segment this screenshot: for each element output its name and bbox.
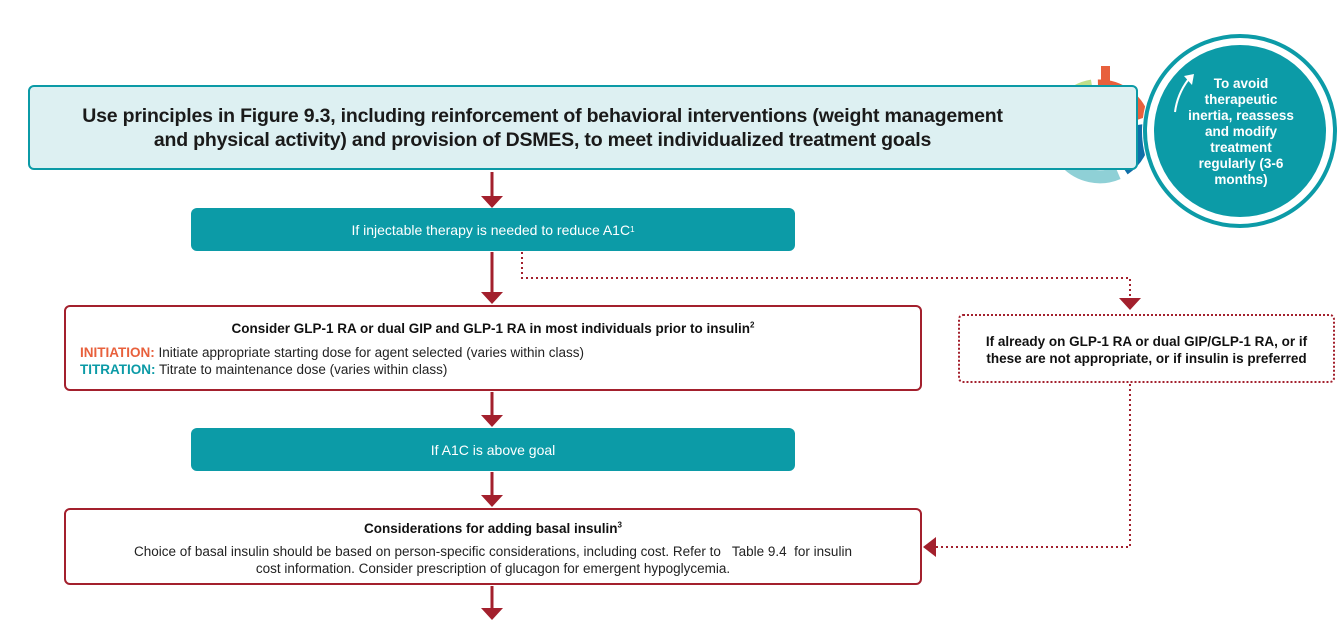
step-a1c-above-goal: If A1C is above goal bbox=[191, 428, 795, 471]
reassess-circle-text: To avoid therapeutic inertia, reassess a… bbox=[1188, 76, 1294, 187]
arrow-basal-down bbox=[481, 586, 503, 620]
initiation-label: INITIATION: bbox=[80, 345, 155, 360]
basal-title-text: Considerations for adding basal insulin bbox=[364, 521, 618, 536]
basal-insulin-box bbox=[64, 508, 922, 585]
reassess-circle bbox=[1142, 33, 1338, 229]
arrow-glp-to-step2 bbox=[481, 392, 503, 427]
arrow-step2-to-basal bbox=[481, 472, 503, 507]
top-line-2: and physical activity) and provision of … bbox=[153, 129, 932, 151]
basal-line-1: Choice of basal insulin should be based … bbox=[134, 544, 852, 559]
top-principles-text: Use principles in Figure 9.3, including … bbox=[55, 104, 1030, 152]
glp1-title-text: Consider GLP-1 RA or dual GIP and GLP-1 … bbox=[231, 321, 751, 336]
titration-line: TITRATION: Titrate to maintenance dose (… bbox=[80, 362, 447, 377]
step-a1c-text: If A1C is above goal bbox=[430, 441, 556, 458]
initiation-line: INITIATION: Initiate appropriate startin… bbox=[80, 345, 584, 360]
alternative-path-text: If already on GLP-1 RA or dual GIP/GLP-1… bbox=[958, 333, 1335, 367]
glp1-consider-box bbox=[64, 305, 922, 391]
titration-text: Titrate to maintenance dose (varies with… bbox=[155, 362, 448, 377]
top-line-1: Use principles in Figure 9.3, including … bbox=[82, 105, 1003, 127]
basal-insulin-title: Considerations for adding basal insulin3 bbox=[64, 521, 922, 536]
arrow-step1-to-glp bbox=[481, 252, 503, 304]
top-principles-box bbox=[28, 85, 1138, 170]
dotted-connector-to-side-box bbox=[521, 252, 1141, 310]
alternative-line-2: these are not appropriate, or if insulin… bbox=[986, 351, 1307, 366]
arrow-top-to-step1 bbox=[481, 172, 503, 208]
step-injectable-text: If injectable therapy is needed to reduc… bbox=[351, 221, 631, 238]
basal-insulin-body: Choice of basal insulin should be based … bbox=[72, 543, 914, 577]
alternative-path-box bbox=[958, 314, 1335, 383]
glp1-title: Consider GLP-1 RA or dual GIP and GLP-1 … bbox=[64, 321, 922, 336]
footnote-3: 3 bbox=[617, 520, 622, 530]
titration-label: TITRATION: bbox=[80, 362, 156, 377]
basal-line-2: cost information. Consider prescription … bbox=[255, 561, 731, 576]
dotted-connector-to-basal-box bbox=[923, 384, 1131, 557]
step-injectable-therapy: If injectable therapy is needed to reduc… bbox=[191, 208, 795, 251]
initiation-text: Initiate appropriate starting dose for a… bbox=[154, 345, 584, 360]
footnote-2: 2 bbox=[750, 320, 755, 330]
alternative-line-1: If already on GLP-1 RA or dual GIP/GLP-1… bbox=[985, 334, 1308, 349]
